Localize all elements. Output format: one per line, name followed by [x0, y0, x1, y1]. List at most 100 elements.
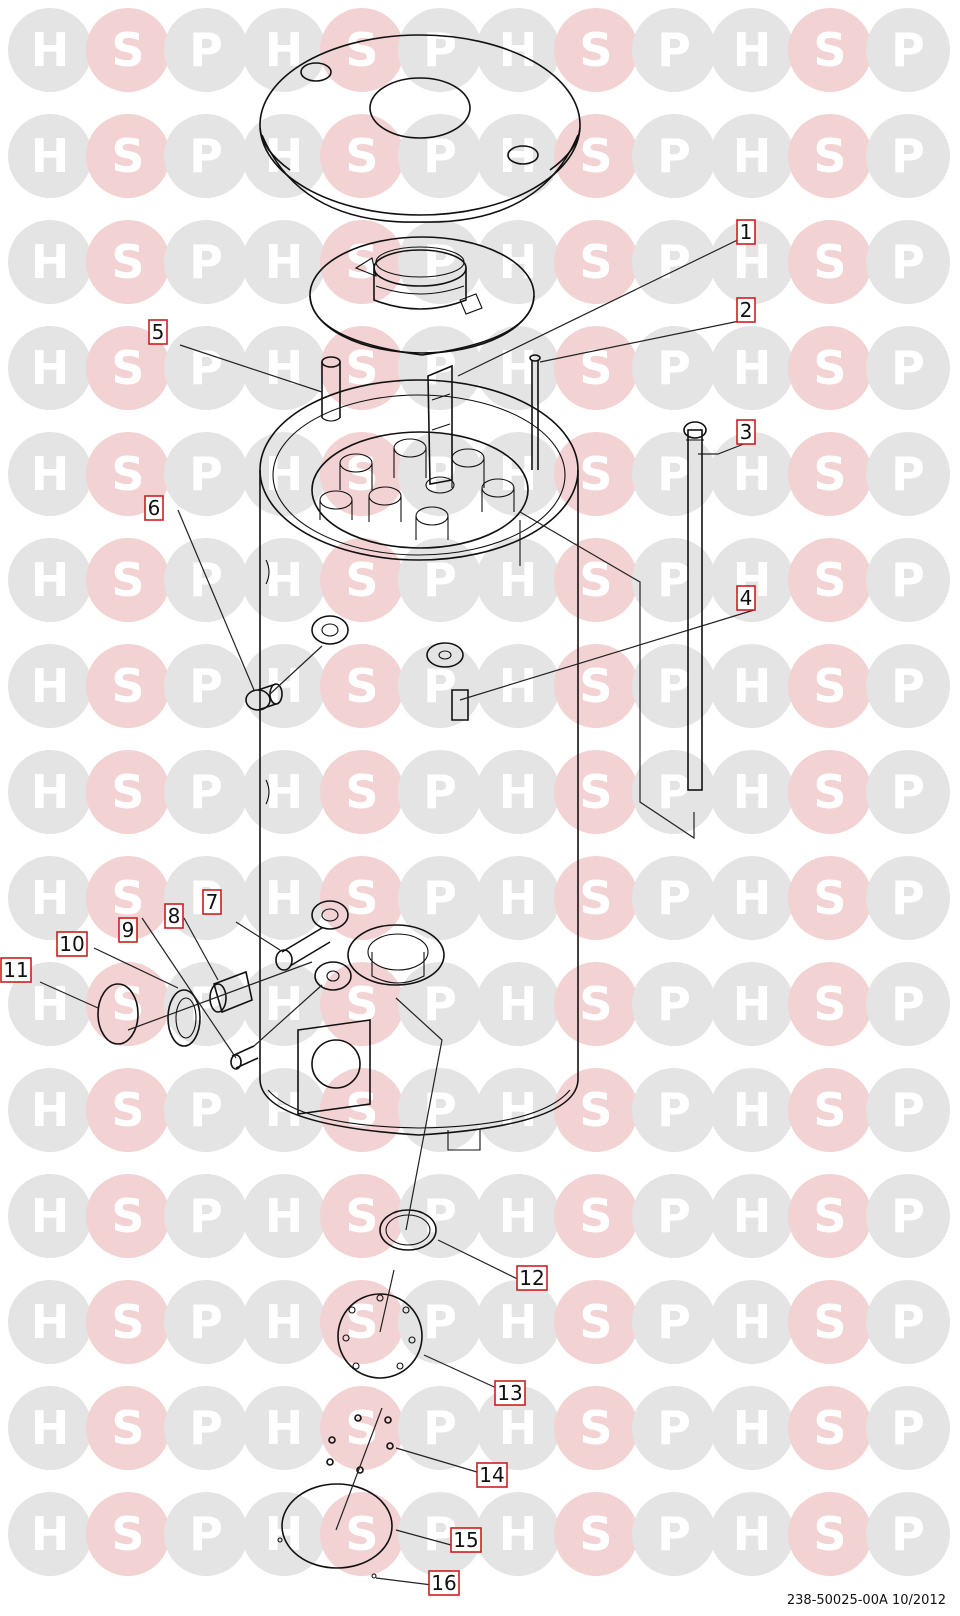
- watermark-circle: [632, 114, 716, 198]
- watermark-circle: [8, 644, 92, 728]
- watermark-circle: [164, 220, 248, 304]
- watermark-letter: S: [813, 1401, 846, 1455]
- watermark-circle: [866, 1068, 950, 1152]
- watermark-circle: [476, 1386, 560, 1470]
- watermark-circle: [86, 856, 170, 940]
- watermark-circle: [86, 1492, 170, 1576]
- watermark-letter: H: [265, 1295, 304, 1349]
- watermark-letter: S: [579, 341, 612, 395]
- watermark-circle: [86, 644, 170, 728]
- callout-number: 12: [519, 1266, 544, 1290]
- watermark-letter: S: [813, 1295, 846, 1349]
- callout-box: [494, 1380, 526, 1406]
- watermark-letter: S: [111, 553, 144, 607]
- watermark-circle: [242, 644, 326, 728]
- watermark-letter: H: [499, 1507, 538, 1561]
- watermark-circle: [710, 1174, 794, 1258]
- watermark-letter: H: [733, 659, 772, 713]
- watermark-letter: S: [111, 447, 144, 501]
- watermark-circle: [164, 750, 248, 834]
- watermark-circle: [476, 1068, 560, 1152]
- watermark-letter: H: [499, 129, 538, 183]
- watermark-circle: [242, 962, 326, 1046]
- watermark-letter: P: [189, 1083, 223, 1137]
- watermark-letter: P: [891, 1189, 925, 1243]
- watermark-letter: H: [265, 129, 304, 183]
- watermark-circle: [476, 962, 560, 1046]
- watermark-letter: H: [265, 1401, 304, 1455]
- watermark-letter: P: [657, 1507, 691, 1561]
- watermark-circle: [476, 220, 560, 304]
- watermark-circle: [866, 326, 950, 410]
- watermark-circle: [86, 1280, 170, 1364]
- callout-box: [516, 1265, 548, 1291]
- watermark-letter: H: [31, 129, 70, 183]
- callout-10: 10: [56, 931, 88, 957]
- watermark-letter: H: [733, 1083, 772, 1137]
- watermark-circle: [554, 856, 638, 940]
- watermark-letter: P: [657, 977, 691, 1031]
- watermark-circle: [86, 220, 170, 304]
- callout-number: 14: [479, 1463, 504, 1487]
- watermark-letter: H: [499, 23, 538, 77]
- watermark-circle: [866, 220, 950, 304]
- watermark-letter: P: [423, 1401, 457, 1455]
- watermark-letter: S: [111, 23, 144, 77]
- watermark-circle: [320, 1174, 404, 1258]
- watermark-letter: S: [345, 447, 378, 501]
- watermark-circle: [242, 750, 326, 834]
- callout-number: 11: [3, 958, 28, 982]
- watermark-letter: S: [345, 23, 378, 77]
- watermark-circle: [632, 750, 716, 834]
- watermark-letter: P: [423, 1295, 457, 1349]
- watermark-circle: [866, 856, 950, 940]
- watermark-letter: P: [189, 1295, 223, 1349]
- watermark-circle: [320, 1280, 404, 1364]
- watermark-letter: H: [499, 1401, 538, 1455]
- watermark-circle: [788, 220, 872, 304]
- callout-8: 8: [164, 903, 184, 929]
- lower-parts: [277, 1209, 437, 1579]
- watermark-circle: [788, 1492, 872, 1576]
- watermark-letter: H: [31, 447, 70, 501]
- watermark-circle: [398, 1174, 482, 1258]
- watermark-circle: [8, 220, 92, 304]
- watermark-circle: [476, 1492, 560, 1576]
- watermark-letter: S: [111, 1401, 144, 1455]
- watermark-letter: H: [31, 23, 70, 77]
- watermark-circle: [86, 114, 170, 198]
- watermark-circle: [8, 114, 92, 198]
- watermark-circle: [632, 326, 716, 410]
- watermark-circle: [710, 114, 794, 198]
- watermark-circle: [632, 1280, 716, 1364]
- callout-number: 6: [148, 496, 161, 520]
- callout-box: [56, 931, 88, 957]
- watermark-letter: H: [265, 1189, 304, 1243]
- watermark-circle: [8, 8, 92, 92]
- callout-box: [148, 319, 168, 345]
- watermark-circle: [866, 8, 950, 92]
- watermark-letter: H: [499, 1083, 538, 1137]
- watermark-letter: P: [657, 1189, 691, 1243]
- watermark-circle: [476, 644, 560, 728]
- watermark-letter: P: [423, 871, 457, 925]
- watermark-circle: [632, 538, 716, 622]
- watermark-letter: S: [111, 659, 144, 713]
- watermark-circle: [788, 432, 872, 516]
- watermark-circle: [632, 1174, 716, 1258]
- callout-box: [428, 1570, 460, 1596]
- callout-box: [476, 1462, 508, 1488]
- watermark-letter: P: [657, 871, 691, 925]
- watermark-letter: S: [111, 1083, 144, 1137]
- watermark-circle: [476, 8, 560, 92]
- watermark-circle: [710, 856, 794, 940]
- watermark-circle: [476, 856, 560, 940]
- watermark-letter: H: [31, 977, 70, 1031]
- callout-box: [736, 419, 756, 445]
- watermark-circle: [866, 644, 950, 728]
- watermark-letter: H: [31, 1083, 70, 1137]
- callout-1: 1: [736, 219, 756, 245]
- watermark-circle: [476, 1280, 560, 1364]
- callout-12: 12: [516, 1265, 548, 1291]
